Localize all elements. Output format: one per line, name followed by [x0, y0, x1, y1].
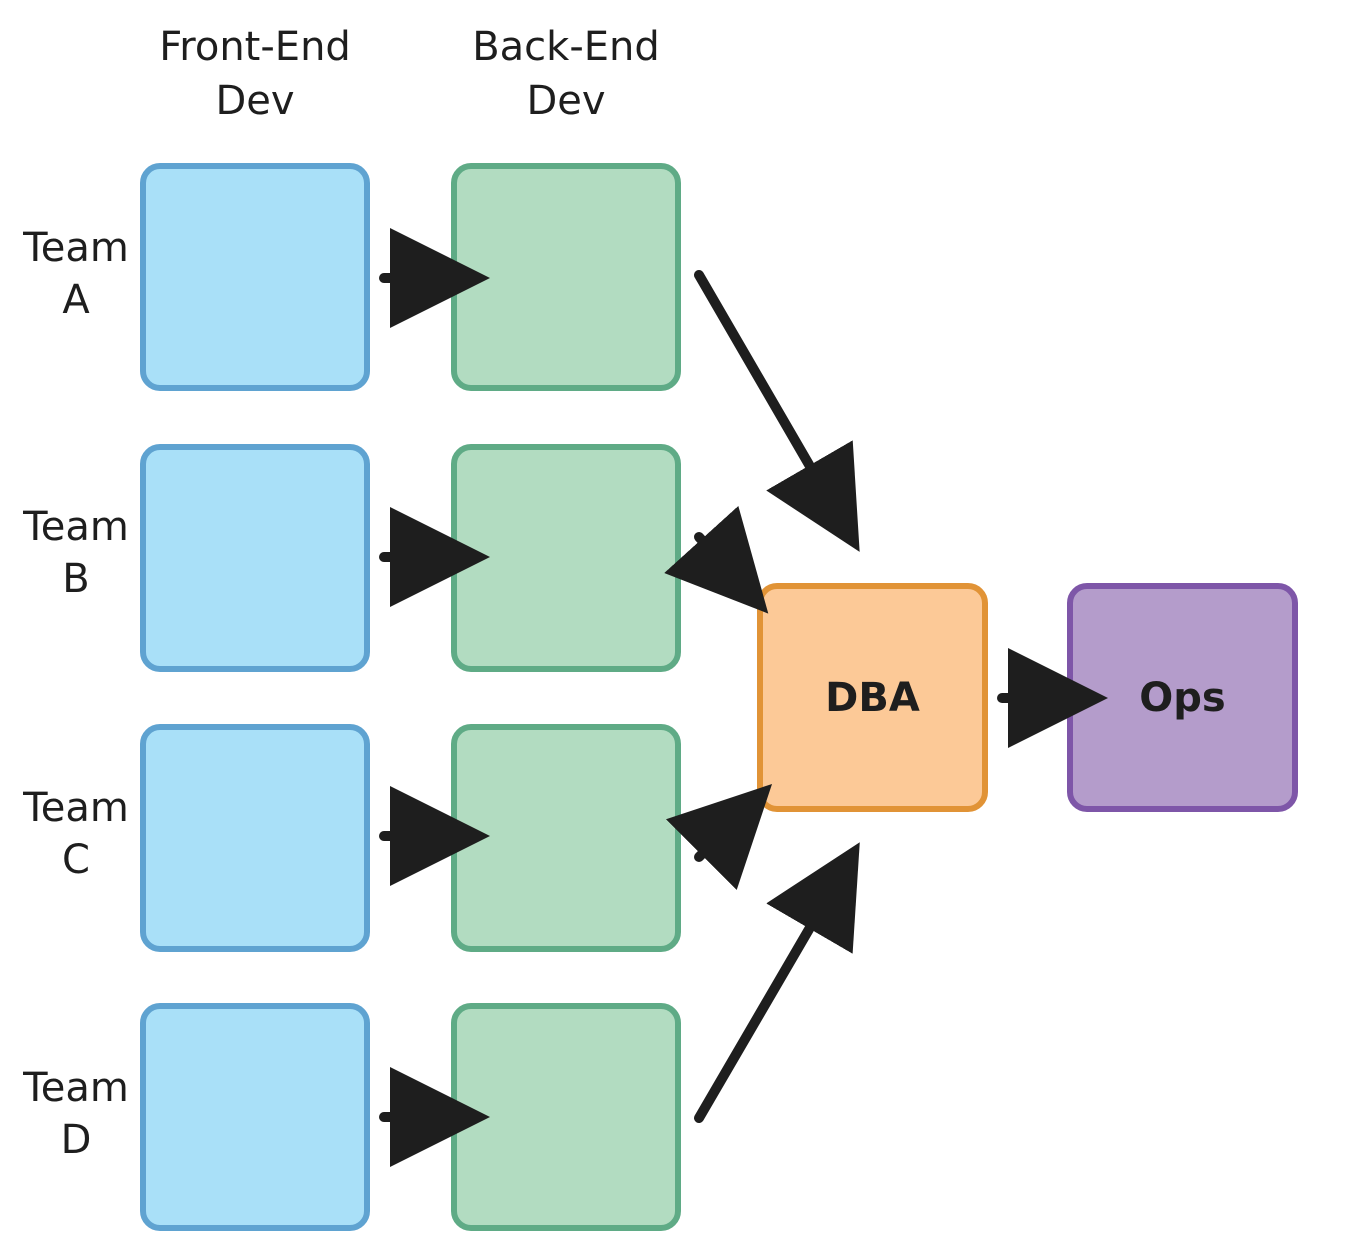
team-d-front-end-box [140, 1003, 370, 1231]
team-label-b-line2: B [62, 556, 90, 602]
team-label-a: Team A [20, 222, 132, 326]
team-label-d: Team D [20, 1062, 132, 1166]
arrow-team-c-to-dba [665, 783, 773, 891]
arrow-team-a-to-dba [694, 270, 860, 552]
team-a-front-end-box [140, 163, 370, 391]
column-header-front-end: Front-End Dev [125, 20, 385, 128]
team-label-b-line1: Team [23, 504, 129, 550]
team-label-c-line1: Team [23, 785, 129, 831]
column-header-front-end-line2: Dev [215, 78, 295, 124]
team-label-a-line1: Team [23, 225, 129, 271]
column-header-back-end: Back-End Dev [436, 20, 696, 128]
column-header-front-end-line1: Front-End [159, 24, 351, 70]
team-c-front-end-box [140, 724, 370, 952]
arrow-team-d-to-dba [694, 842, 860, 1123]
dba-label: DBA [825, 674, 920, 721]
dba-box: DBA [757, 583, 988, 812]
arrow-team-b-to-dba [664, 505, 769, 614]
ops-label: Ops [1139, 674, 1226, 721]
team-label-a-line2: A [62, 277, 90, 323]
team-label-d-line2: D [60, 1117, 92, 1163]
team-label-c: Team C [20, 782, 132, 886]
team-label-c-line2: C [62, 837, 90, 883]
column-header-back-end-line2: Dev [526, 78, 606, 124]
column-header-back-end-line1: Back-End [472, 24, 660, 70]
team-label-d-line1: Team [23, 1065, 129, 1111]
team-label-b: Team B [20, 501, 132, 605]
team-b-front-end-box [140, 444, 370, 672]
